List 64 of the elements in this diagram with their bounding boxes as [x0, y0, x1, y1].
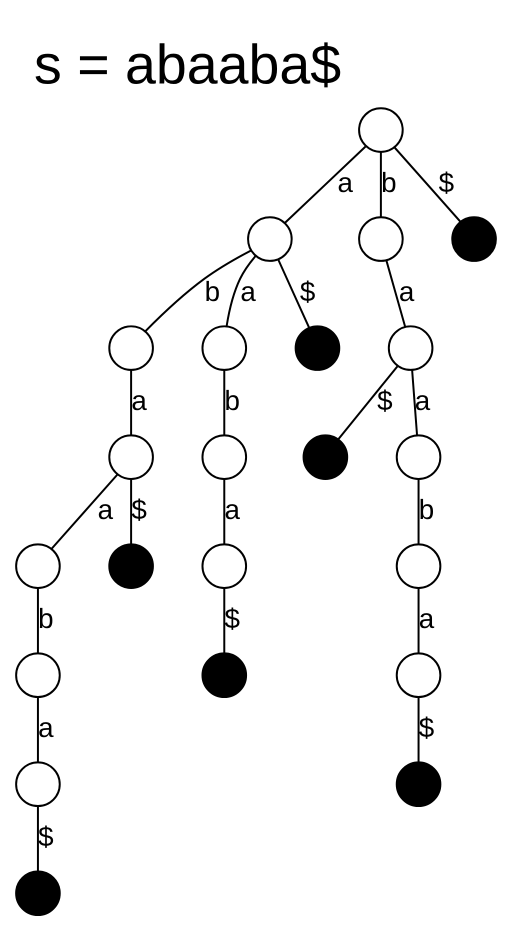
- connector: [144, 250, 252, 332]
- edge-label: b: [204, 276, 220, 307]
- edge-label: $: [377, 384, 393, 416]
- node-circle: [201, 434, 248, 480]
- connector: [394, 146, 461, 222]
- connector: [36, 588, 39, 654]
- edge-label: $: [300, 276, 316, 307]
- connector: [36, 697, 39, 762]
- node-circle: [201, 543, 248, 589]
- edge-label: a: [418, 603, 434, 634]
- edge-label: a: [38, 712, 54, 744]
- node-circle: [358, 107, 404, 153]
- edge-label: b: [418, 494, 434, 525]
- node-circle: [396, 434, 442, 480]
- connector: [51, 474, 118, 550]
- edge-label: $: [224, 603, 240, 634]
- node-circle: [358, 216, 404, 262]
- edge-label: a: [131, 384, 147, 416]
- node-dot: [108, 543, 154, 589]
- connector: [36, 806, 39, 872]
- edge-label: $: [418, 712, 434, 744]
- node-dot: [15, 870, 61, 916]
- connector: [418, 479, 420, 544]
- node-circle: [201, 325, 248, 371]
- connector: [223, 370, 226, 435]
- connector: [277, 258, 310, 328]
- diagram-title: s = abaaba$: [34, 33, 342, 96]
- edge-label: a: [337, 166, 353, 198]
- edge-label: a: [98, 494, 114, 525]
- node-dot: [451, 216, 497, 262]
- connector: [223, 588, 226, 654]
- node-dot: [201, 652, 248, 698]
- node-circle: [15, 543, 61, 589]
- node-circle: [388, 325, 434, 371]
- node-circle: [396, 652, 442, 698]
- node-circle: [108, 325, 154, 371]
- node-dot: [294, 325, 340, 371]
- connector: [284, 146, 366, 224]
- connector: [380, 152, 382, 217]
- node-dot: [396, 761, 442, 808]
- connector: [411, 370, 418, 436]
- edge-label: $: [438, 166, 454, 198]
- connector: [338, 366, 398, 440]
- node-dot: [302, 434, 348, 480]
- node-circle: [108, 434, 154, 480]
- edge-label: b: [224, 384, 240, 416]
- edge-label: a: [398, 276, 414, 307]
- connector: [223, 479, 226, 544]
- edge-label: b: [38, 603, 54, 634]
- node-circle: [15, 652, 61, 698]
- connector: [418, 588, 420, 654]
- edge-label: a: [240, 276, 256, 307]
- node-circle: [247, 216, 293, 262]
- node-circle: [396, 543, 442, 589]
- connector: [226, 256, 256, 326]
- node-circle: [15, 761, 61, 808]
- connector: [130, 479, 132, 544]
- edge-label: a: [224, 494, 240, 525]
- edge-label: a: [414, 384, 430, 416]
- edge-label: b: [381, 166, 397, 198]
- connector: [385, 260, 406, 328]
- connector: [418, 697, 420, 762]
- connector: [130, 370, 132, 435]
- edge-label: $: [131, 494, 147, 525]
